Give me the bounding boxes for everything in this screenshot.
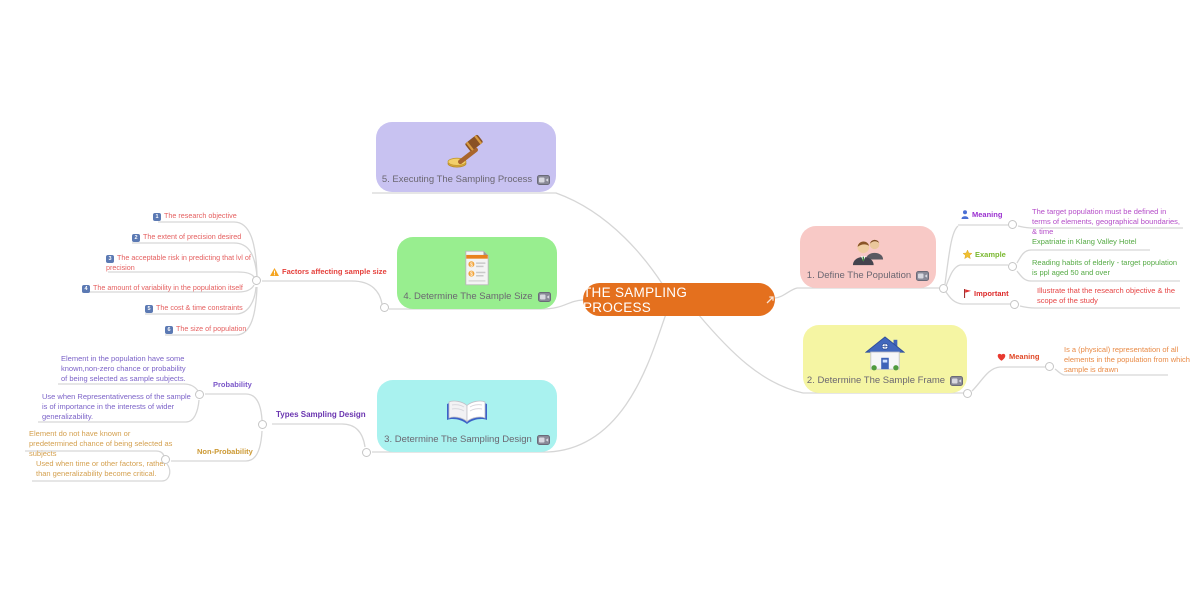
gavel-icon <box>444 130 488 174</box>
topic-define-population[interactable]: 1. Define The Population <box>800 226 936 288</box>
factors-label[interactable]: Factors affecting sample size <box>270 267 387 276</box>
factor-text: The size of population <box>176 324 247 333</box>
keycap-2-icon: 2 <box>132 234 140 242</box>
star-icon <box>963 250 972 259</box>
root-topic-label: THE SAMPLING PROCESS <box>583 284 688 315</box>
collapse-handle[interactable] <box>258 420 267 429</box>
keycap-1-icon: 1 <box>153 213 161 221</box>
collapse-handle[interactable] <box>161 455 170 464</box>
collapse-handle[interactable] <box>1045 362 1054 371</box>
keycap-5-icon: 5 <box>145 305 153 313</box>
collapse-handle[interactable] <box>1010 300 1019 309</box>
flag-icon <box>964 289 971 298</box>
topic-label: 3. Determine The Sampling Design <box>384 434 532 445</box>
collapse-handle[interactable] <box>963 389 972 398</box>
factor-text: The extent of precision desired <box>143 232 242 241</box>
note-text: Used when time or other factors, rather … <box>36 459 167 479</box>
receipt-icon: $ $ <box>463 245 491 291</box>
population-example-note[interactable]: Expatriate in Klang Valley Hotel <box>1032 237 1137 247</box>
label-text: Example <box>975 250 1006 259</box>
keycap-3-icon: 3 <box>106 255 114 263</box>
collapse-handle[interactable] <box>1008 220 1017 229</box>
note-text: Element in the population have some know… <box>61 354 186 384</box>
probability-label-text: Probability <box>213 380 252 389</box>
non-probability-note[interactable]: Used when time or other factors, rather … <box>36 459 180 479</box>
factor-text: The acceptable risk in predicting that l… <box>106 253 251 272</box>
svg-text:$: $ <box>470 272 474 278</box>
factor-text: The research objective <box>164 211 237 220</box>
factor-text: The cost & time constraints <box>156 303 243 312</box>
collapse-handle[interactable] <box>939 284 948 293</box>
topic-label: 2. Determine The Sample Frame <box>806 375 946 386</box>
open-book-icon <box>444 388 490 434</box>
note-text: Reading habits of elderly - target popul… <box>1032 258 1178 278</box>
population-example-note[interactable]: Reading habits of elderly - target popul… <box>1032 258 1180 278</box>
factors-label-text: Factors affecting sample size <box>282 267 387 276</box>
svg-text:$: $ <box>470 262 474 268</box>
note-text: Element do not have known or predetermin… <box>29 429 173 459</box>
note-text: Is a (physical) representation of all el… <box>1064 345 1190 375</box>
population-important-label[interactable]: Important <box>963 289 1009 298</box>
video-icon[interactable] <box>537 291 551 302</box>
non-probability-label-text: Non-Probability <box>197 447 253 456</box>
probability-label[interactable]: Probability <box>213 380 252 389</box>
root-topic[interactable]: THE SAMPLING PROCESS <box>583 283 775 316</box>
topic-determine-sample-frame[interactable]: 2. Determine The Sample Frame <box>803 325 967 393</box>
topic-label: 5. Executing The Sampling Process <box>381 174 533 185</box>
topic-label: 1. Define The Population <box>806 270 912 281</box>
keycap-4-icon: 4 <box>82 285 90 293</box>
label-text: Meaning <box>1009 352 1040 361</box>
types-label-text: Types Sampling Design <box>276 410 366 419</box>
collapse-handle[interactable] <box>252 276 261 285</box>
types-sampling-design-label[interactable]: Types Sampling Design <box>276 410 366 419</box>
note-text: Use when Representativeness of the sampl… <box>42 392 191 422</box>
population-meaning-text[interactable]: The target population must be defined in… <box>1032 207 1186 237</box>
probability-note[interactable]: Element in the population have some know… <box>61 354 189 384</box>
label-text: Important <box>974 289 1009 298</box>
topic-label: 4. Determine The Sample Size <box>403 291 533 302</box>
population-meaning-label[interactable]: Meaning <box>961 210 1002 219</box>
non-probability-note[interactable]: Element do not have known or predetermin… <box>29 429 175 459</box>
video-icon[interactable] <box>950 375 964 386</box>
population-example-label[interactable]: Example <box>963 250 1006 259</box>
keycap-6-icon: 6 <box>165 326 173 334</box>
house-icon <box>865 333 905 375</box>
probability-note[interactable]: Use when Representativeness of the sampl… <box>42 392 194 422</box>
video-icon[interactable] <box>916 270 930 281</box>
note-text: The target population must be defined in… <box>1032 207 1181 237</box>
note-text: Illustrate that the research objective &… <box>1037 286 1175 306</box>
topic-executing-sampling-process[interactable]: 5. Executing The Sampling Process <box>376 122 556 192</box>
topic-determine-sample-size[interactable]: $ $ 4. Determine The Sample Size <box>397 237 557 309</box>
link-arrow-icon[interactable] <box>765 295 775 305</box>
collapse-handle[interactable] <box>380 303 389 312</box>
label-text: Meaning <box>972 210 1003 219</box>
collapse-handle[interactable] <box>195 390 204 399</box>
frame-meaning-text[interactable]: Is a (physical) representation of all el… <box>1064 345 1192 375</box>
person-icon <box>961 210 969 219</box>
factor-text: The amount of variability in the populat… <box>93 283 243 292</box>
non-probability-label[interactable]: Non-Probability <box>197 447 253 456</box>
warning-icon <box>270 267 279 276</box>
collapse-handle[interactable] <box>1008 262 1017 271</box>
topic-determine-sampling-design[interactable]: 3. Determine The Sampling Design <box>377 380 557 452</box>
frame-meaning-label[interactable]: Meaning <box>997 352 1039 361</box>
heart-icon <box>997 353 1006 361</box>
video-icon[interactable] <box>537 174 551 185</box>
people-icon <box>849 234 887 270</box>
note-text: Expatriate in Klang Valley Hotel <box>1032 237 1137 246</box>
population-important-text[interactable]: Illustrate that the research objective &… <box>1037 286 1179 306</box>
video-icon[interactable] <box>536 434 550 445</box>
collapse-handle[interactable] <box>362 448 371 457</box>
